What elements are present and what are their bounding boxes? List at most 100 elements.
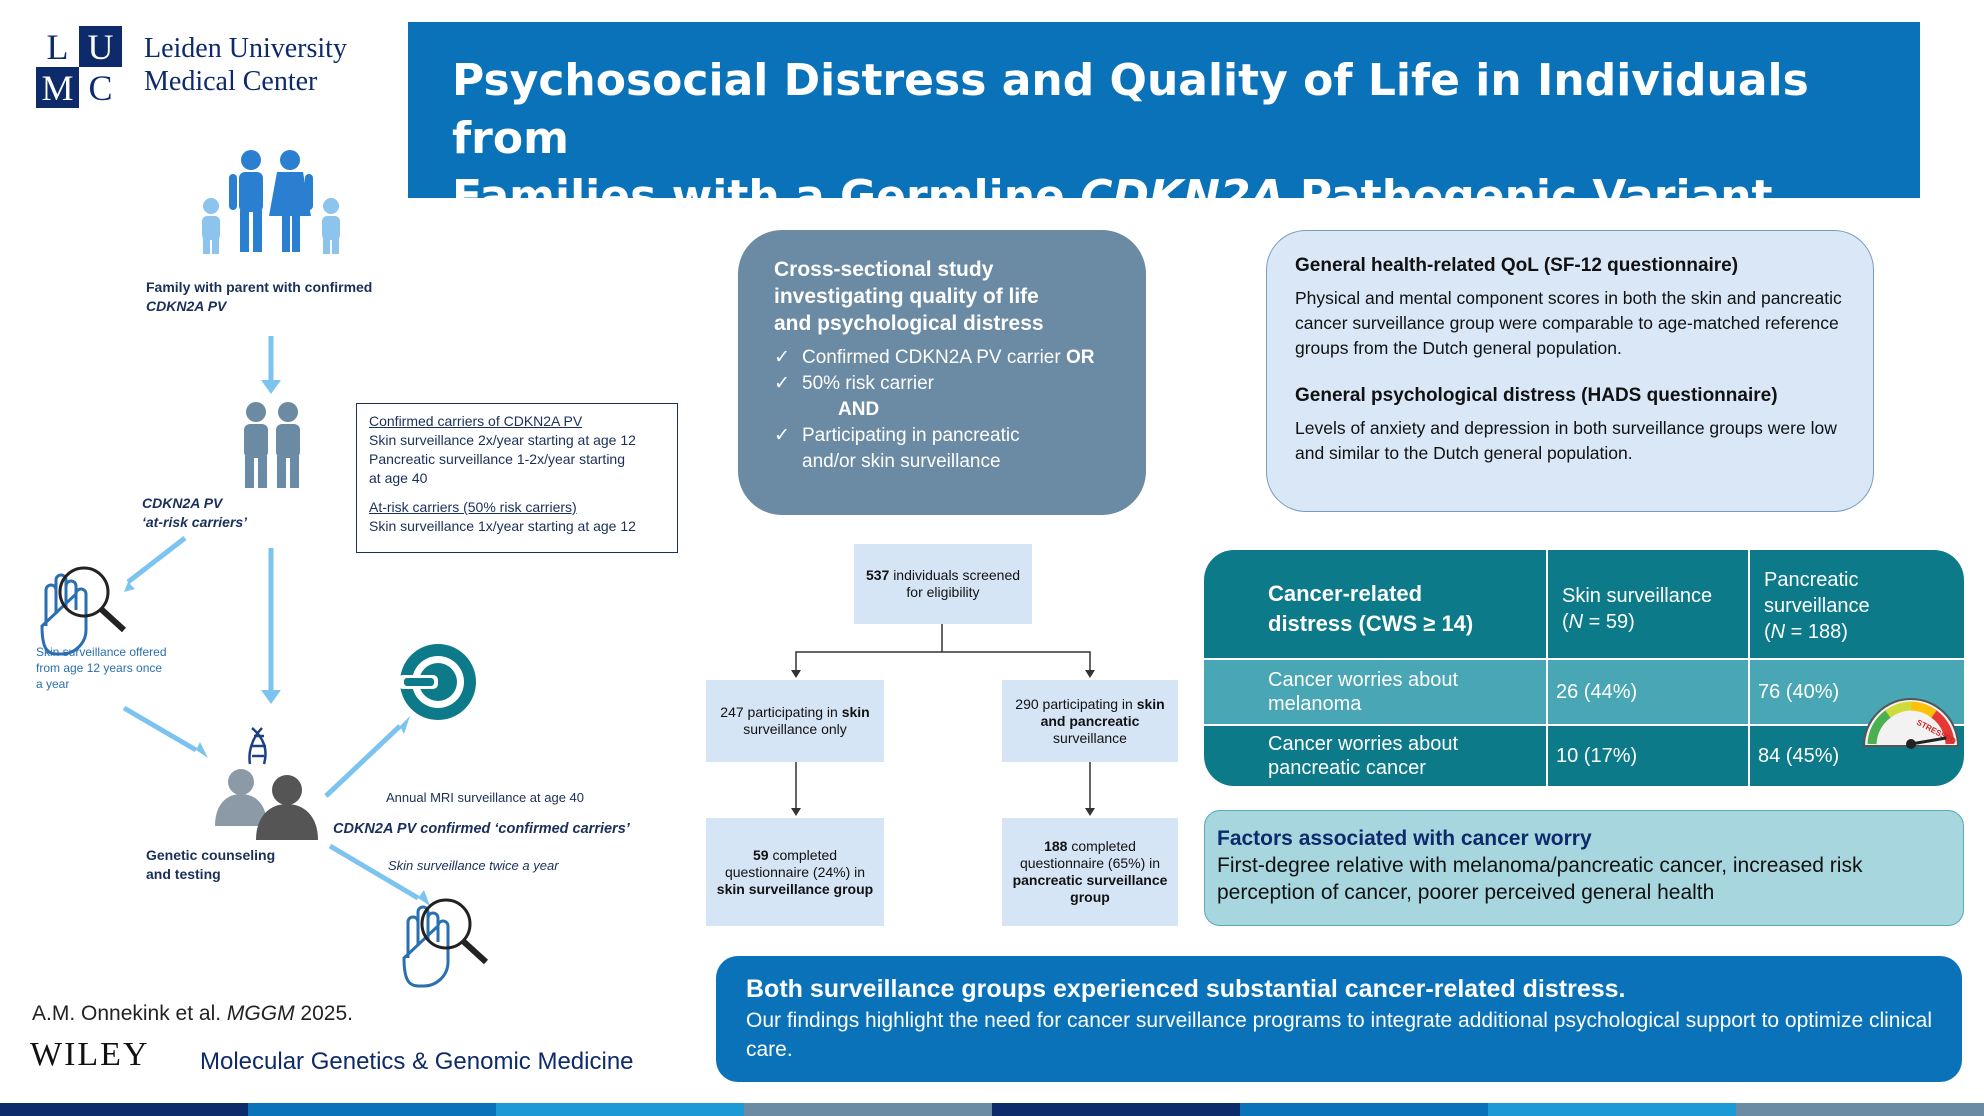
- header-n: N: [1568, 611, 1584, 633]
- citation-journal: MGGM: [226, 1002, 295, 1025]
- stripe-segment: [1736, 1103, 1984, 1116]
- box-heading: At-risk carriers (50% risk carriers): [369, 499, 577, 515]
- flow-arrows: [122, 336, 420, 901]
- label-line: Cancer worries about: [1268, 669, 1459, 691]
- flow-number: 59: [752, 846, 769, 863]
- skin-pancreatic-box: 290 participating in skin and pancreatic…: [1002, 680, 1178, 762]
- criteria-item: ✓ 50% risk carrier: [774, 371, 1118, 397]
- flow-text: 290 participating in: [1015, 695, 1133, 712]
- table-cell: 84 (45%): [1758, 745, 1840, 767]
- dna-icon: [248, 727, 267, 765]
- label-line: from age 12 years once: [36, 661, 163, 675]
- logo-letter: M: [36, 67, 79, 108]
- citation: A.M. Onnekink et al. MGGM 2025.: [32, 1002, 353, 1026]
- carriers-info-box: Confirmed carriers of CDKN2A PV Skin sur…: [356, 403, 678, 553]
- flow-bold: pancreatic surveillance group: [1012, 872, 1168, 905]
- genetic-counseling-icon: [215, 769, 318, 840]
- title-banner: Psychosocial Distress and Quality of Lif…: [408, 22, 1920, 222]
- qol-results-box: General health-related QoL (SF-12 questi…: [1266, 230, 1874, 512]
- and-label: AND: [838, 399, 880, 420]
- table-header-skin: Skin surveillance(N = 59): [1562, 585, 1713, 633]
- counseling-label: Genetic counseling and testing: [146, 846, 275, 884]
- criteria-text: 50% risk carrier: [802, 373, 934, 394]
- stripe-segment: [744, 1103, 992, 1116]
- stripe-segment: [992, 1103, 1240, 1116]
- skin-only-box: 247 participating in skin surveillance o…: [706, 680, 884, 762]
- conclusion-text: Our findings highlight the need for canc…: [746, 1009, 1932, 1061]
- logo-letter: C: [79, 67, 122, 108]
- label-line: Cancer worries about: [1268, 733, 1459, 755]
- box-line: Skin surveillance 2x/year starting at ag…: [369, 432, 636, 448]
- table-divider: [1748, 550, 1750, 786]
- institution-name-line: Leiden University: [144, 33, 347, 64]
- label-line: CDKN2A PV: [142, 495, 223, 511]
- qol-text: Physical and mental component scores in …: [1295, 288, 1842, 358]
- table-divider: [1546, 550, 1548, 786]
- table-cell: 26 (44%): [1556, 681, 1638, 703]
- skin-offered-label: Skin surveillance offered from age 12 ye…: [36, 644, 167, 692]
- table-divider: [1204, 724, 1964, 726]
- label-line: pancreatic cancer: [1268, 757, 1426, 779]
- skin-completed-box: 59 completed questionnaire (24%) in skin…: [706, 818, 884, 926]
- hand-magnifier-icon: [40, 566, 127, 656]
- header-line: Skin surveillance: [1562, 585, 1713, 607]
- pathway-illustration: [40, 150, 489, 988]
- stripe-segment: [1240, 1103, 1488, 1116]
- label-line: CDKN2A PV: [146, 298, 227, 314]
- title-line: Pathogenic Variant: [1284, 171, 1773, 222]
- flow-text: surveillance: [1053, 729, 1127, 746]
- flow-bold: skin: [841, 704, 870, 720]
- criteria-item: ✓Confirmed CDKN2A PV carrier OR: [774, 345, 1118, 371]
- flow-bold: skin surveillance group: [716, 880, 874, 897]
- stress-gauge-icon: STRESSED: [1862, 698, 1960, 749]
- check-icon: ✓: [774, 373, 790, 394]
- header-line: Cancer-related: [1268, 581, 1423, 606]
- factors-box: Factors associated with cancer worry Fir…: [1204, 810, 1964, 926]
- table-cell: 10 (17%): [1556, 745, 1638, 767]
- header-line: = 188): [1785, 621, 1848, 643]
- label-line: ‘at-risk carriers’: [142, 514, 248, 530]
- flow-connectors: [791, 624, 1095, 816]
- flow-number: 188: [1044, 838, 1068, 854]
- lumc-logo: L U M C: [36, 26, 122, 108]
- label-line: Genetic counseling: [146, 847, 276, 863]
- distress-table: Cancer-related distress (CWS ≥ 14) Skin s…: [1204, 550, 1964, 786]
- journal-name: Molecular Genetics & Genomic Medicine: [200, 1048, 634, 1075]
- stripe-segment: [248, 1103, 496, 1116]
- label-line: Skin surveillance offered: [36, 645, 167, 659]
- conclusion-heading: Both surveillance groups experienced sub…: [746, 975, 1626, 1003]
- or-label: OR: [1065, 347, 1095, 368]
- hads-text: Levels of anxiety and depression in both…: [1295, 418, 1837, 463]
- header-n: N: [1770, 621, 1786, 643]
- mri-scanner-icon: [398, 644, 476, 720]
- check-icon: ✓: [774, 425, 790, 446]
- flow-text: 247 participating in: [720, 704, 838, 720]
- mri-label: Annual MRI surveillance at age 40: [386, 790, 585, 805]
- family-label: Family with parent with confirmed CDKN2A…: [146, 278, 372, 316]
- label-line: and testing: [146, 866, 221, 882]
- factors-text: First-degree relative with melanoma/panc…: [1217, 854, 1863, 904]
- box-line: Skin surveillance 1x/year starting at ag…: [369, 518, 636, 534]
- footer-stripe: [0, 1103, 1984, 1116]
- flow-text: completed questionnaire (65%) in: [1019, 838, 1161, 871]
- label-line: Family with parent with confirmed: [146, 279, 373, 295]
- check-icon: ✓: [774, 347, 790, 368]
- citation-year: 2025.: [294, 1002, 353, 1025]
- institution-name: Leiden University Medical Center: [144, 32, 347, 98]
- inclusion-criteria: ✓Confirmed CDKN2A PV carrier OR ✓ 50% ris…: [774, 345, 1118, 475]
- table-cell: 76 (40%): [1758, 681, 1840, 703]
- heading-line: investigating quality of life: [774, 285, 1039, 308]
- criteria-text: and/or skin surveillance: [802, 451, 1001, 472]
- conclusion-box: Both surveillance groups experienced sub…: [716, 956, 1962, 1082]
- flow-text: surveillance only: [743, 721, 847, 737]
- flow-bold: skin and pancreatic: [1040, 695, 1165, 729]
- header-line: distress (CWS ≥ 14): [1268, 611, 1474, 636]
- citation-authors: A.M. Onnekink et al.: [32, 1002, 227, 1025]
- label-line: melanoma: [1268, 693, 1362, 715]
- flow-text: completed questionnaire (24%) in: [724, 846, 866, 880]
- flow-text: individuals screened for eligibility: [893, 567, 1021, 600]
- institution-name-line: Medical Center: [144, 66, 318, 97]
- screened-box: 537 individuals screened for eligibility: [854, 544, 1032, 624]
